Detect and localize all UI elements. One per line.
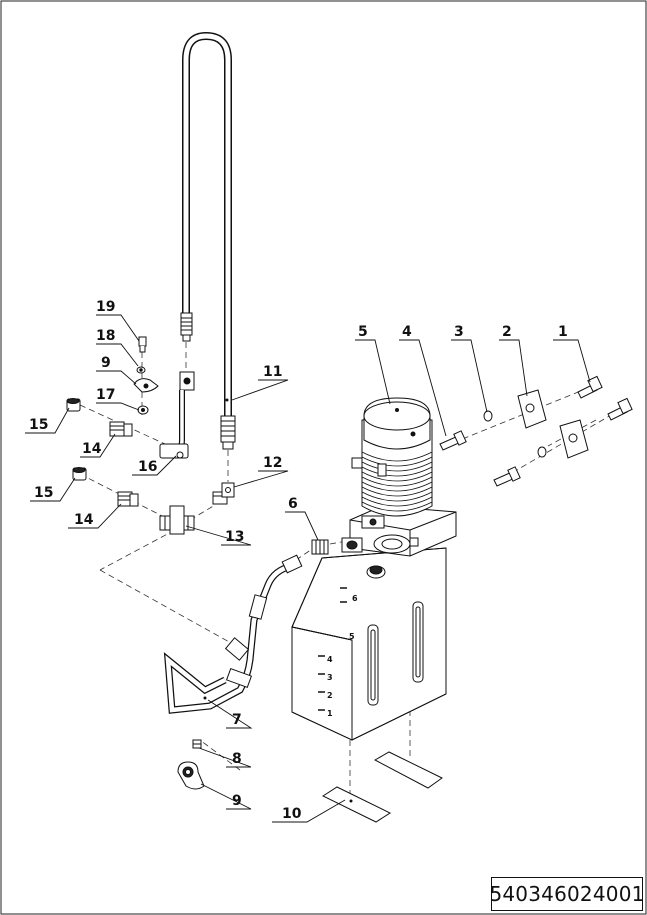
tank-level-1: 1: [327, 709, 333, 718]
callout-15-upper: 15: [29, 417, 48, 433]
washer-3: [483, 410, 547, 458]
hose-7: [163, 562, 293, 714]
callout-18: 18: [96, 328, 115, 344]
callout-12: 12: [263, 455, 282, 471]
cap-15-upper: [66, 398, 81, 412]
callout-6: 6: [288, 496, 298, 512]
tank-level-marks: [318, 587, 347, 711]
callout-7: 7: [232, 712, 242, 728]
callout-labels: 19 18 9 17 15 14 16 11 12 15 14 13 5 4 3…: [29, 299, 568, 822]
callout-5: 5: [358, 324, 368, 340]
callout-9-upper: 9: [101, 355, 111, 371]
callout-2: 2: [502, 324, 512, 340]
bolt-1: [577, 375, 633, 421]
callout-14-upper: 14: [82, 441, 102, 457]
motor-terminals: [351, 408, 416, 477]
elbow-pipe-16: [159, 371, 195, 459]
clamp-9-lower: [177, 761, 205, 790]
callout-3: 3: [454, 324, 464, 340]
callout-1: 1: [558, 324, 568, 340]
callout-11: 11: [263, 364, 282, 380]
motor-fins: [361, 451, 433, 512]
callout-15-lower: 15: [34, 485, 53, 501]
tank-level-4: 4: [327, 655, 333, 664]
nut-17: [137, 405, 149, 415]
callout-10: 10: [282, 806, 302, 822]
part-number-box: 540346024001: [489, 877, 645, 911]
adapter-14-upper: [109, 421, 133, 437]
assembly-axis-lines: [79, 342, 631, 795]
callout-4: 4: [402, 324, 412, 340]
hose-7-fittings: [224, 554, 303, 689]
clamp-9-upper: [133, 378, 159, 393]
adapter-14-lower: [117, 491, 139, 507]
callout-16: 16: [138, 459, 157, 475]
washer-18: [136, 366, 146, 374]
tank-level-3: 3: [327, 673, 333, 682]
callout-17: 17: [96, 387, 115, 403]
callout-8: 8: [232, 751, 242, 767]
hose-fitting-top-left: [180, 312, 193, 342]
callout-9-lower: 9: [232, 793, 242, 809]
bolt-8: [192, 739, 202, 749]
cap-15-lower: [72, 467, 87, 481]
screw-4: [439, 430, 521, 487]
valve-block: [341, 505, 457, 557]
tank-level-numbers: 6 5 4 3 2 1: [327, 594, 358, 718]
oil-tank: [291, 547, 447, 741]
callout-13: 13: [225, 529, 244, 545]
bracket-2: [517, 389, 589, 459]
tank-level-5: 5: [349, 632, 355, 641]
strap-10: [321, 751, 443, 823]
elbow-fitting-12: [212, 482, 235, 505]
fitting-6: [311, 539, 329, 555]
callout-19: 19: [96, 299, 115, 315]
bolt-19: [138, 336, 147, 353]
part-number: 540346024001: [489, 882, 645, 906]
hose-fitting-right: [220, 415, 236, 450]
callout-14-lower: 14: [74, 512, 94, 528]
tee-fitting-13: [159, 505, 195, 535]
callout-leaders: [25, 314, 591, 823]
tank-level-6: 6: [352, 594, 358, 603]
hose-loop: [182, 31, 232, 420]
tank-level-2: 2: [327, 691, 333, 700]
